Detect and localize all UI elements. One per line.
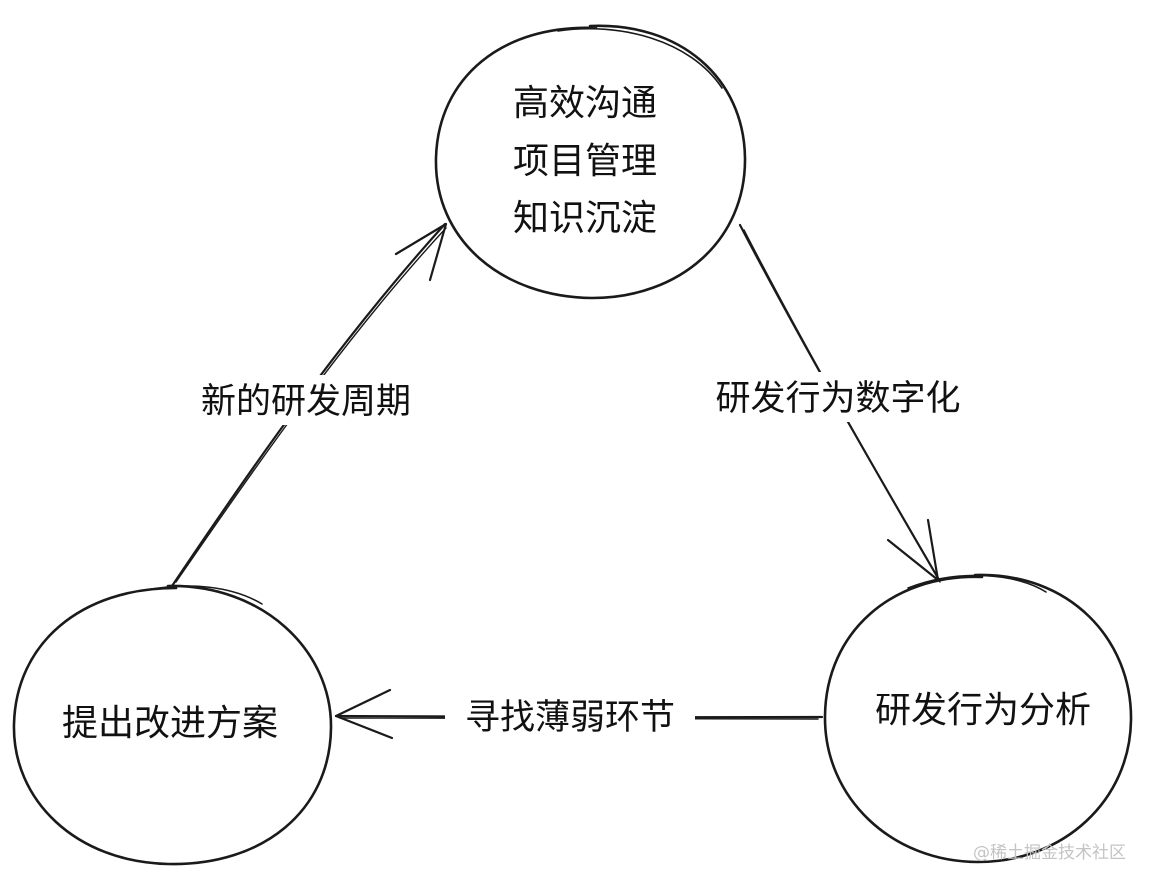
watermark: @稀土掘金技术社区 (973, 843, 1126, 863)
edge-top-to-right-label: 研发行为数字化 (715, 379, 960, 419)
node-right-circle (823, 573, 1133, 864)
edge-top-to-right-arrowhead (886, 518, 940, 582)
node-left-circle (12, 584, 333, 866)
node-right-label: 研发行为分析 (875, 690, 1091, 731)
node-right-circle-overstroke (907, 574, 1047, 593)
node-top-circle-overstroke (557, 28, 723, 89)
edge-left-to-top-arrowhead (394, 222, 448, 282)
edge-left-to-top: 新的研发周期 (170, 222, 448, 588)
node-top-circle (434, 24, 747, 300)
node-top-line-3: 知识沉淀 (513, 198, 657, 239)
edge-left-to-top-label: 新的研发周期 (201, 382, 411, 422)
node-left-label: 提出改进方案 (62, 703, 278, 744)
node-left: 提出改进方案 (12, 584, 333, 866)
node-right: 研发行为分析 (823, 573, 1133, 864)
node-left-circle-overstroke (145, 585, 263, 605)
edge-right-to-left: 寻找薄弱环节 (334, 688, 824, 740)
node-top-line-1: 高效沟通 (513, 83, 657, 124)
edge-right-to-left-label: 寻找薄弱环节 (465, 698, 675, 738)
edge-top-to-right: 研发行为数字化 (695, 223, 980, 583)
edge-right-to-left-arrowhead (334, 688, 394, 740)
node-top: 高效沟通 项目管理 知识沉淀 (434, 24, 747, 300)
node-top-line-2: 项目管理 (513, 141, 657, 182)
